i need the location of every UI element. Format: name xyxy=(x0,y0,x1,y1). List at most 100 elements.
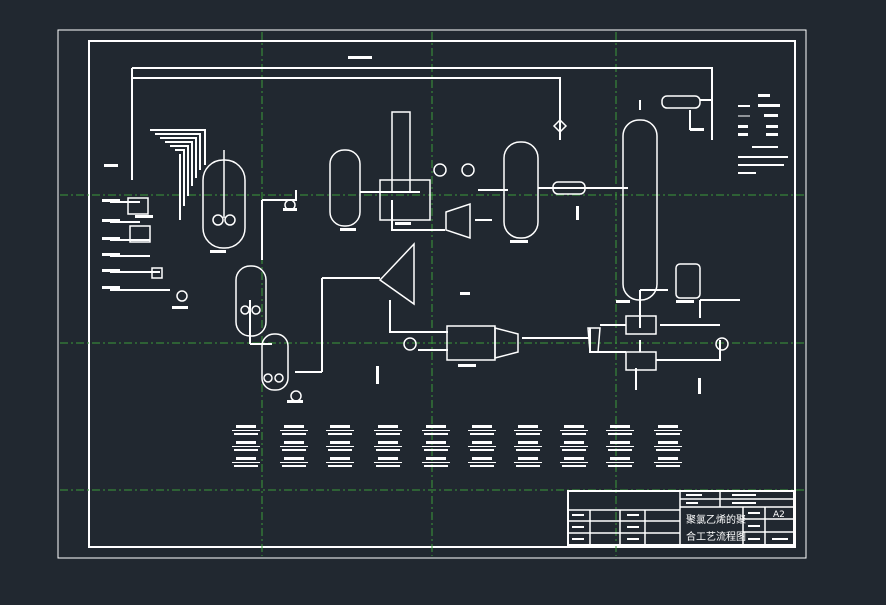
equipment-tag-description xyxy=(376,449,400,451)
equipment-tag-underline xyxy=(280,430,308,431)
equipment xyxy=(127,95,729,402)
equipment-tag-underline xyxy=(232,430,260,431)
equipment-tag-description xyxy=(608,449,632,451)
equipment-tag-underline xyxy=(422,430,450,431)
equipment-tag-underline xyxy=(326,430,354,431)
process-lines xyxy=(110,67,740,390)
equipment-tag-underline xyxy=(422,462,450,463)
title-block xyxy=(567,490,795,546)
degassing-tank xyxy=(261,333,289,391)
equipment-tag-description xyxy=(234,465,258,467)
equipment-tag-description xyxy=(234,433,258,435)
pump-4 xyxy=(176,290,188,302)
equipment-tag-code xyxy=(426,425,446,428)
equipment-tag-description xyxy=(424,465,448,467)
equipment-tag-description xyxy=(376,433,400,435)
equipment-tag-description xyxy=(424,433,448,435)
equipment-tag-description xyxy=(282,433,306,435)
equipment-tag-description xyxy=(470,465,494,467)
grid-lines xyxy=(60,32,806,556)
equipment-tag-code xyxy=(284,441,304,444)
label-marks xyxy=(102,56,704,403)
separator-2 xyxy=(625,351,657,371)
overhead-condenser xyxy=(661,95,701,109)
equipment-tag-description xyxy=(516,433,540,435)
equipment-tag-description xyxy=(656,465,680,467)
equipment-tag-description xyxy=(562,465,586,467)
equipment-tag-code xyxy=(330,425,350,428)
equipment-tag-underline xyxy=(232,446,260,447)
drawing-title-line1: 聚氯乙烯的聚 xyxy=(686,513,746,526)
secondary-reactor xyxy=(235,265,267,337)
equipment-tag-underline xyxy=(422,446,450,447)
equipment-tag-description xyxy=(562,433,586,435)
equipment-tag-list xyxy=(232,425,682,467)
equipment-tag-code xyxy=(564,425,584,428)
equipment-tag-description xyxy=(376,465,400,467)
equipment-tag-code xyxy=(378,441,398,444)
equipment-tag-underline xyxy=(654,430,682,431)
storage-tank-1 xyxy=(329,149,361,227)
equipment-tag-code xyxy=(236,457,256,460)
equipment-tag-description xyxy=(424,449,448,451)
equipment-tag-underline xyxy=(514,446,542,447)
equipment-tag-code xyxy=(610,441,630,444)
equipment-tag-code xyxy=(236,425,256,428)
equipment-tag-underline xyxy=(326,462,354,463)
equipment-tag-code xyxy=(518,441,538,444)
pump-3 xyxy=(290,390,302,402)
equipment-tag-description xyxy=(608,465,632,467)
equipment-tag-description xyxy=(328,449,352,451)
equipment-tag-description xyxy=(516,465,540,467)
equipment-tag-code xyxy=(378,425,398,428)
equipment-tag-code xyxy=(330,441,350,444)
drawing-title-line2: 合工艺流程图 xyxy=(686,530,746,543)
sheet-size: A2 xyxy=(773,510,785,520)
stripping-column xyxy=(391,111,411,193)
separator-1 xyxy=(625,315,657,335)
equipment-tag-underline xyxy=(606,462,634,463)
equipment-tag-underline xyxy=(468,430,496,431)
equipment-tag-code xyxy=(564,457,584,460)
equipment-tag-code xyxy=(610,457,630,460)
equipment-tag-underline xyxy=(374,446,402,447)
equipment-tag-code xyxy=(426,457,446,460)
equipment-tag-code xyxy=(518,425,538,428)
equipment-tag-code xyxy=(472,457,492,460)
equipment-tag-code xyxy=(658,425,678,428)
equipment-tag-underline xyxy=(514,430,542,431)
equipment-tag-description xyxy=(656,433,680,435)
title-block-marks xyxy=(572,494,788,540)
equipment-tag-code xyxy=(610,425,630,428)
equipment-tag-underline xyxy=(374,430,402,431)
equipment-tag-underline xyxy=(606,446,634,447)
equipment-tag-code xyxy=(658,441,678,444)
equipment-tag-description xyxy=(328,433,352,435)
equipment-tag-underline xyxy=(280,462,308,463)
reboiler xyxy=(675,263,701,299)
compressor xyxy=(445,202,471,240)
equipment-tag-underline xyxy=(560,446,588,447)
storage-tank-2 xyxy=(503,141,539,239)
equipment-tag-code xyxy=(472,441,492,444)
equipment-tag-code xyxy=(284,425,304,428)
equipment-tag-description xyxy=(470,449,494,451)
equipment-tag-underline xyxy=(560,430,588,431)
equipment-tag-description xyxy=(470,433,494,435)
equipment-tag-description xyxy=(608,433,632,435)
equipment-tag-code xyxy=(284,457,304,460)
equipment-tag-description xyxy=(234,449,258,451)
pump-2 xyxy=(715,337,729,351)
equipment-tag-underline xyxy=(326,446,354,447)
equipment-tag-code xyxy=(378,457,398,460)
equipment-tag-underline xyxy=(654,462,682,463)
equipment-tag-underline xyxy=(280,446,308,447)
equipment-tag-code xyxy=(426,441,446,444)
equipment-tag-code xyxy=(658,457,678,460)
drawing-frame xyxy=(88,40,796,548)
sheet-outer-border xyxy=(57,29,807,559)
cyclone-separator xyxy=(378,242,415,306)
equipment-tag-description xyxy=(656,449,680,451)
